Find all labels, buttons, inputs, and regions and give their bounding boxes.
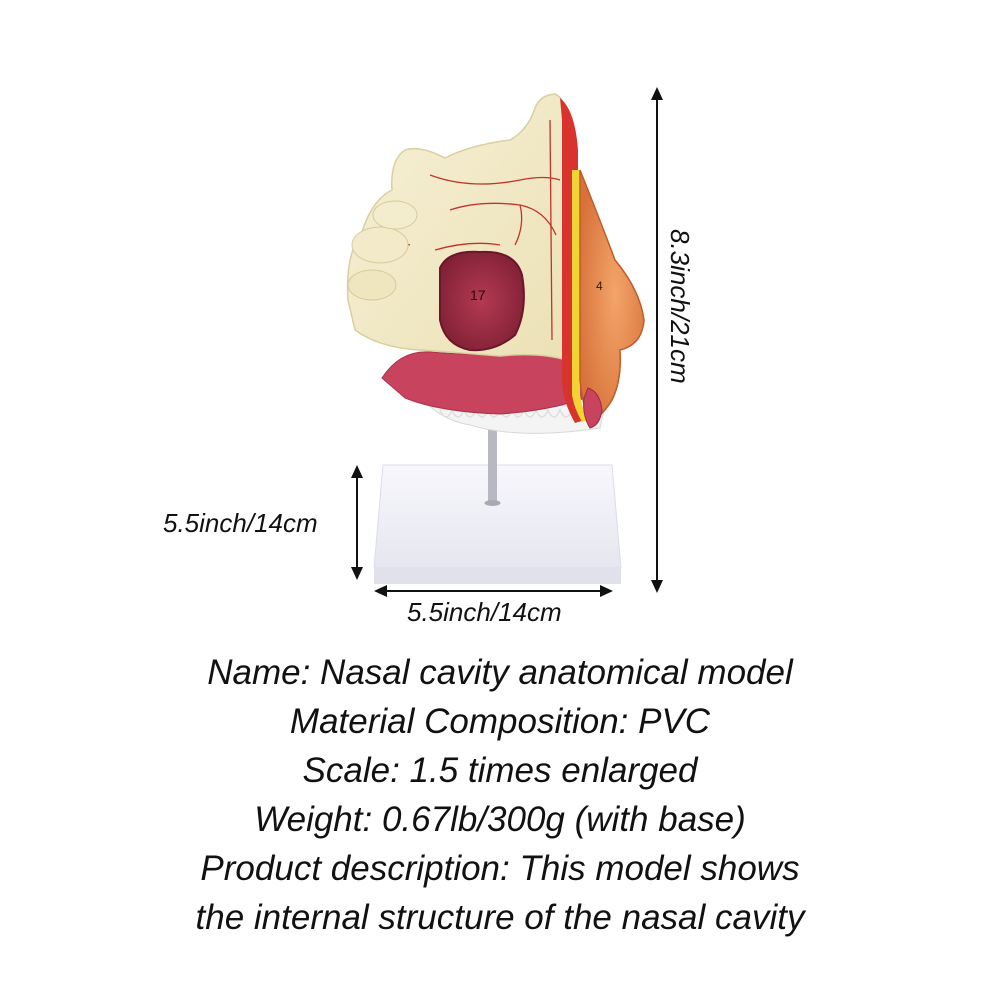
height-dimension-label: 8.3inch/21cm	[665, 229, 695, 384]
depth-arrow	[374, 585, 613, 597]
product-name: Name: Nasal cavity anatomical model	[207, 653, 793, 692]
nasal-model-illustration: 17 4	[346, 87, 663, 597]
product-weight: Weight: 0.67lb/300g (with base)	[254, 800, 746, 839]
width-arrow	[351, 465, 363, 580]
product-description-line1: Product description: This model shows	[200, 849, 800, 888]
model-sinus-cavity: 17	[439, 250, 525, 352]
model-stand-rod	[488, 425, 497, 503]
product-info: Name: Nasal cavity anatomical model Mate…	[0, 648, 1000, 942]
marker-17-label: 17	[470, 287, 486, 303]
model-nose	[579, 169, 645, 421]
depth-dimension-label: 5.5inch/14cm	[407, 597, 562, 627]
model-base	[373, 464, 622, 584]
model-turbinates	[347, 200, 418, 301]
marker-4-label: 4	[596, 279, 603, 293]
product-material: Material Composition: PVC	[289, 702, 711, 741]
height-arrow	[651, 87, 663, 593]
product-scale: Scale: 1.5 times enlarged	[302, 751, 698, 790]
width-dimension-label: 5.5inch/14cm	[163, 508, 318, 538]
product-description-line2: the internal structure of the nasal cavi…	[195, 898, 805, 937]
